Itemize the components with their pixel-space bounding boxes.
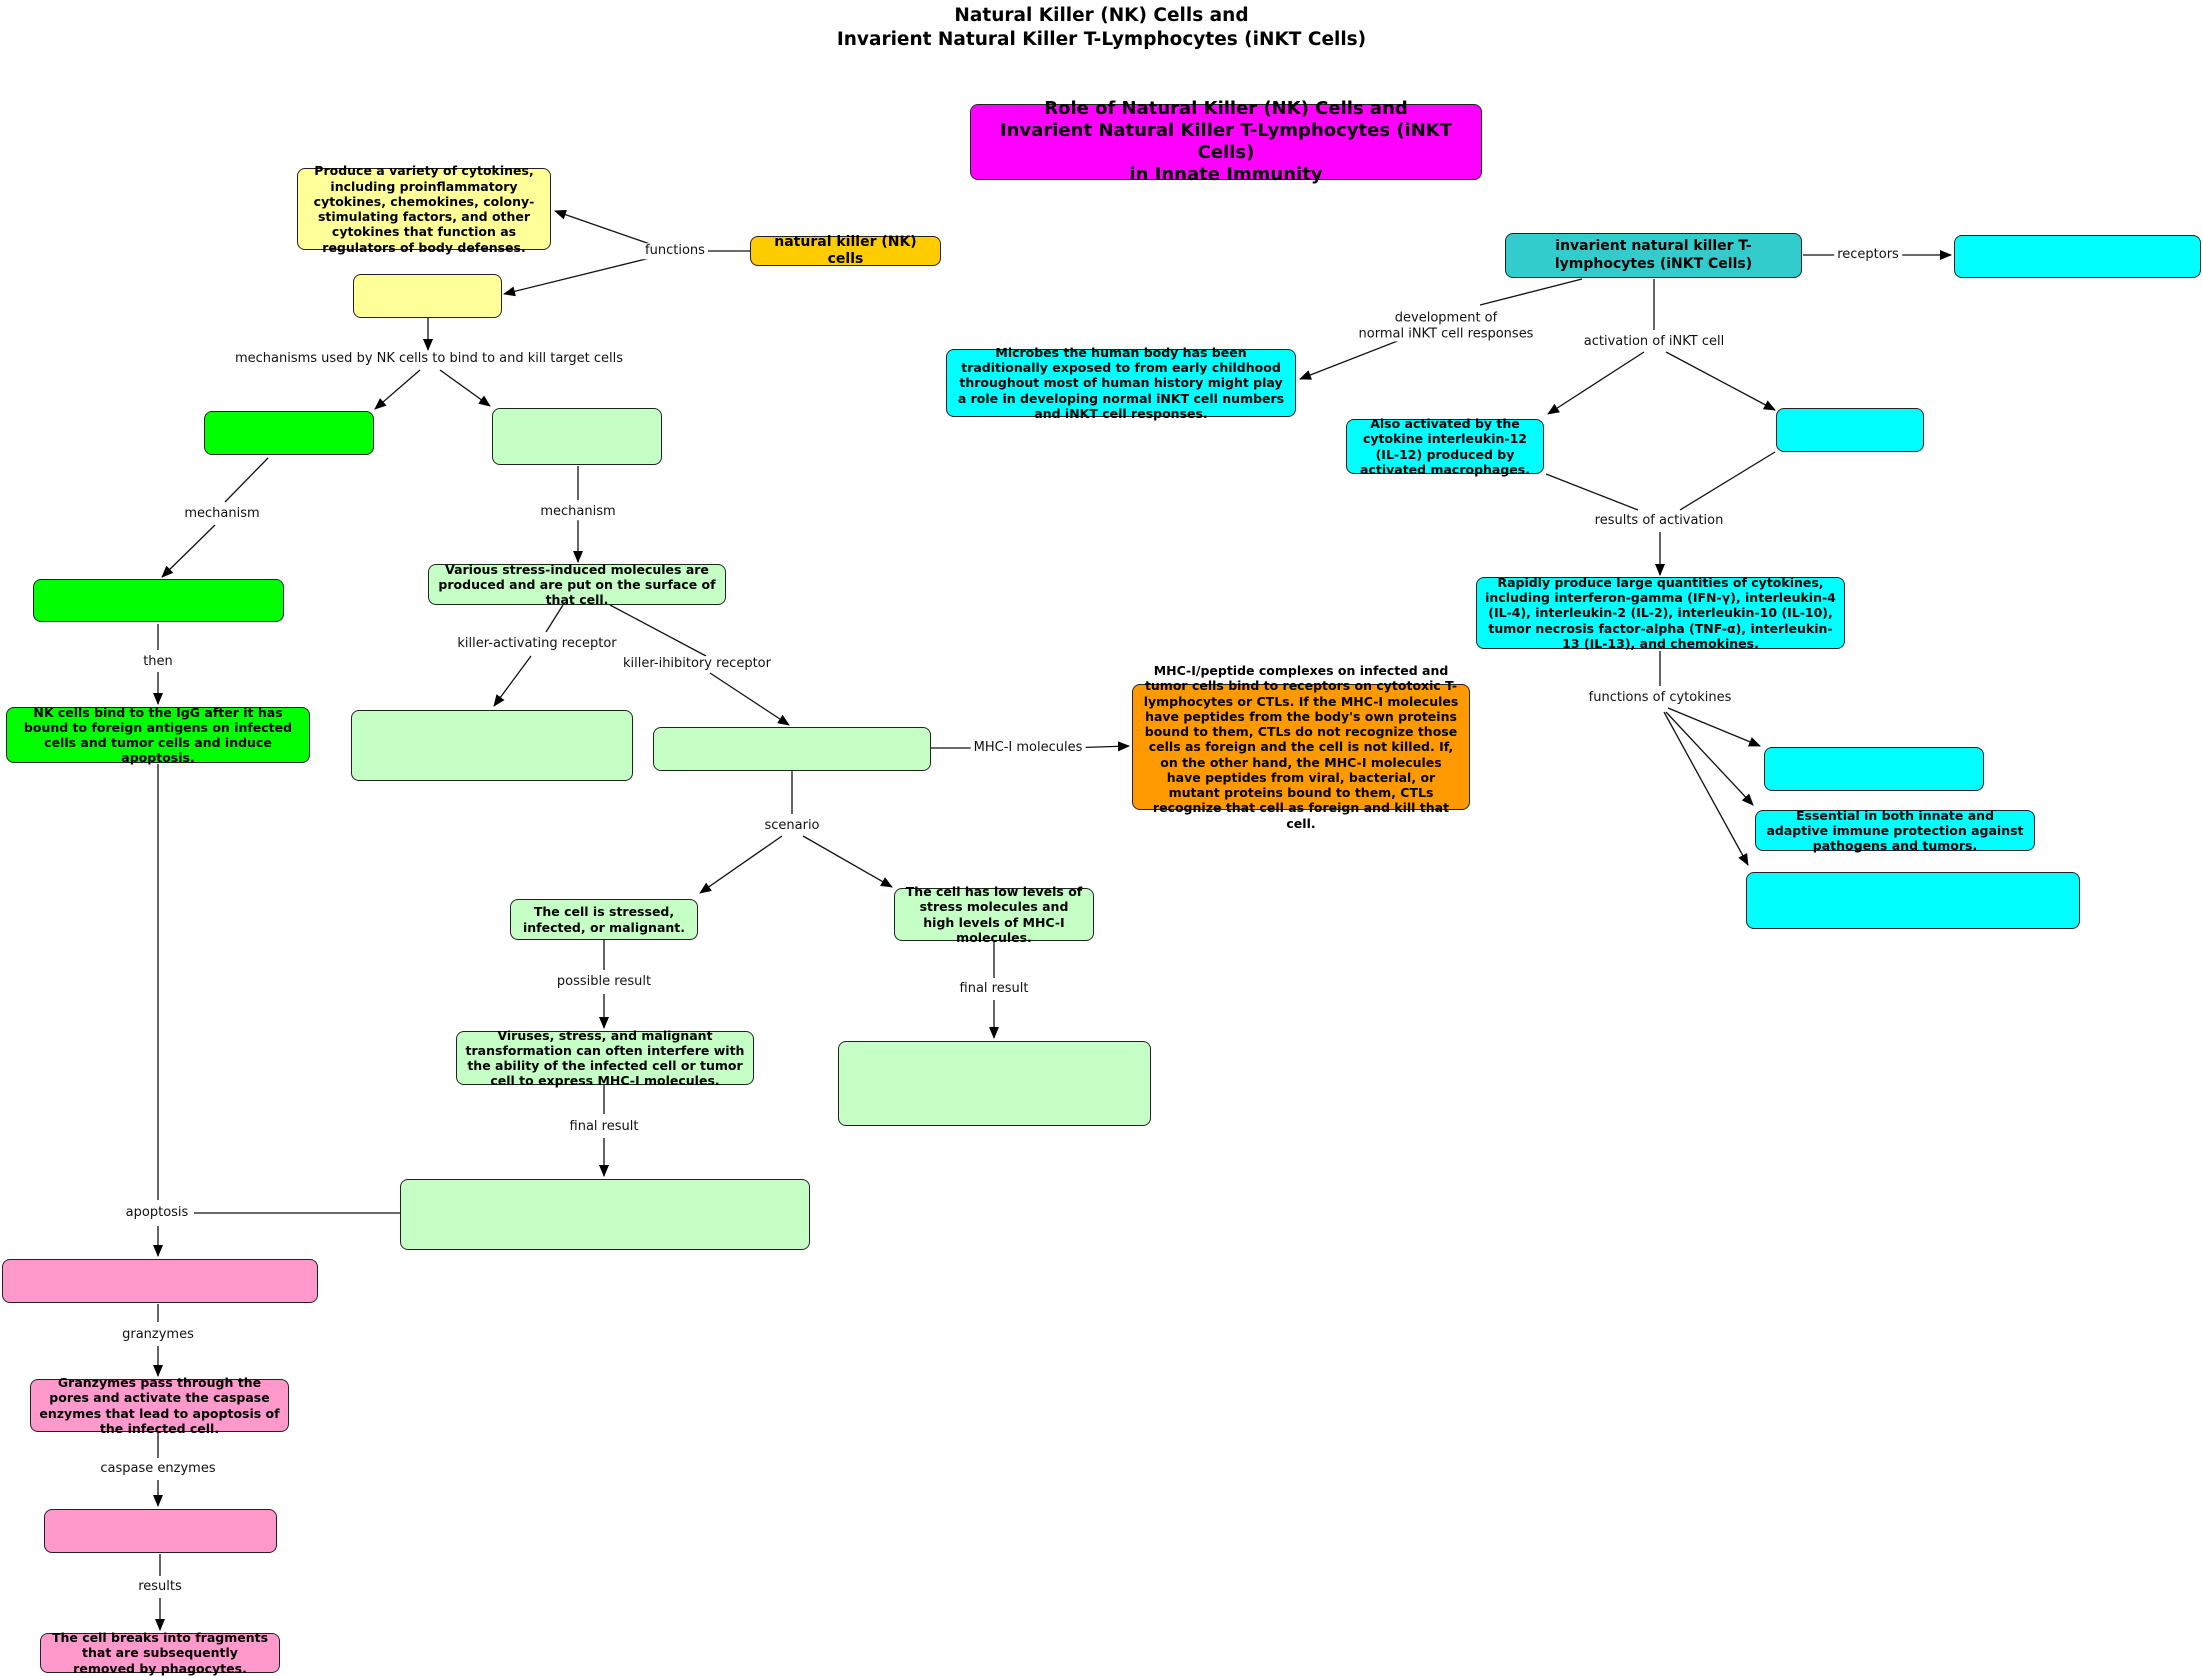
label-receptors: receptors bbox=[1834, 247, 1902, 263]
inkt-node: invarient natural killer T-lymphocytes (… bbox=[1505, 233, 1802, 278]
low-stress-node: The cell has low levels of stress molecu… bbox=[894, 884, 1094, 945]
label-mechanism-right: mechanism bbox=[537, 504, 619, 520]
label-functions: functions bbox=[642, 243, 708, 259]
label-killer-inhibitory: killer-ihibitory receptor bbox=[620, 656, 774, 672]
title-line-1: Natural Killer (NK) Cells and bbox=[954, 5, 1249, 26]
not-killed-blank-node bbox=[838, 1041, 1151, 1126]
label-final-result-right: final result bbox=[956, 981, 1032, 997]
title-line-2: Invarient Natural Killer T-Lymphocytes (… bbox=[836, 28, 1367, 50]
label-activation: activation of iNKT cell bbox=[1580, 334, 1728, 350]
role-node: Role of Natural Killer (NK) Cells and In… bbox=[970, 98, 1482, 185]
label-final-result-left: final result bbox=[566, 1119, 642, 1135]
adcc-mechanism-blank-node bbox=[33, 579, 284, 622]
rapid-cytokines-node: Rapidly produce large quantities of cyto… bbox=[1476, 575, 1845, 651]
nk-cells-node: natural killer (NK) cells bbox=[750, 234, 941, 267]
essential-node: Essential in both innate and adaptive im… bbox=[1755, 808, 2035, 853]
nk-receptor-blank-node bbox=[492, 408, 662, 465]
perforin-blank-node bbox=[2, 1259, 318, 1303]
stressed-cell-node: The cell is stressed, infected, or malig… bbox=[510, 899, 698, 940]
nk-blank-node bbox=[353, 274, 502, 318]
activation-blank-node bbox=[1776, 408, 1924, 452]
page-title: Natural Killer (NK) Cells and Invarient … bbox=[0, 4, 2203, 51]
label-mechanism-left: mechanism bbox=[181, 506, 263, 522]
label-functions-of-cytokines: functions of cytokines bbox=[1585, 690, 1735, 706]
microbes-node: Microbes the human body has been traditi… bbox=[946, 345, 1296, 421]
killed-blank-node bbox=[400, 1179, 810, 1250]
adcc-blank-node bbox=[204, 411, 374, 455]
label-possible-result: possible result bbox=[553, 974, 655, 990]
inhibitory-receptor-blank-node bbox=[653, 727, 931, 771]
cytokine-function-blank-1-node bbox=[1764, 747, 1984, 791]
label-results-of-activation: results of activation bbox=[1591, 513, 1727, 529]
label-then: then bbox=[140, 654, 176, 670]
caspase-blank-node bbox=[44, 1509, 277, 1553]
cytokine-function-blank-2-node bbox=[1746, 872, 2080, 929]
label-killer-activating: killer-activating receptor bbox=[454, 636, 620, 652]
label-caspase-enzymes: caspase enzymes bbox=[97, 1461, 219, 1477]
stress-molecules-node: Various stress-induced molecules are pro… bbox=[428, 562, 726, 607]
fragments-node: The cell breaks into fragments that are … bbox=[40, 1630, 280, 1676]
il12-node: Also activated by the cytokine interleuk… bbox=[1346, 416, 1544, 477]
activating-receptor-blank-node bbox=[351, 710, 633, 781]
mhc-complex-node: MHC-I/peptide complexes on infected and … bbox=[1132, 663, 1470, 831]
label-development: development of normal iNKT cell response… bbox=[1355, 310, 1537, 342]
viruses-node: Viruses, stress, and malignant transform… bbox=[456, 1028, 754, 1088]
label-scenario: scenario bbox=[761, 818, 823, 834]
nk-cytokines-node: Produce a variety of cytokines, includin… bbox=[297, 163, 551, 255]
receptors-blank-node bbox=[1954, 235, 2201, 278]
label-mhc-molecules: MHC-I molecules bbox=[970, 740, 1086, 756]
nk-bind-igg-node: NK cells bind to the IgG after it has bo… bbox=[6, 705, 310, 765]
label-mechanisms: mechanisms used by NK cells to bind to a… bbox=[231, 351, 627, 367]
label-results: results bbox=[135, 1579, 185, 1595]
label-apoptosis: apoptosis bbox=[122, 1205, 192, 1221]
granzymes-node: Granzymes pass through the pores and act… bbox=[30, 1375, 289, 1436]
label-granzymes: granzymes bbox=[119, 1327, 197, 1343]
